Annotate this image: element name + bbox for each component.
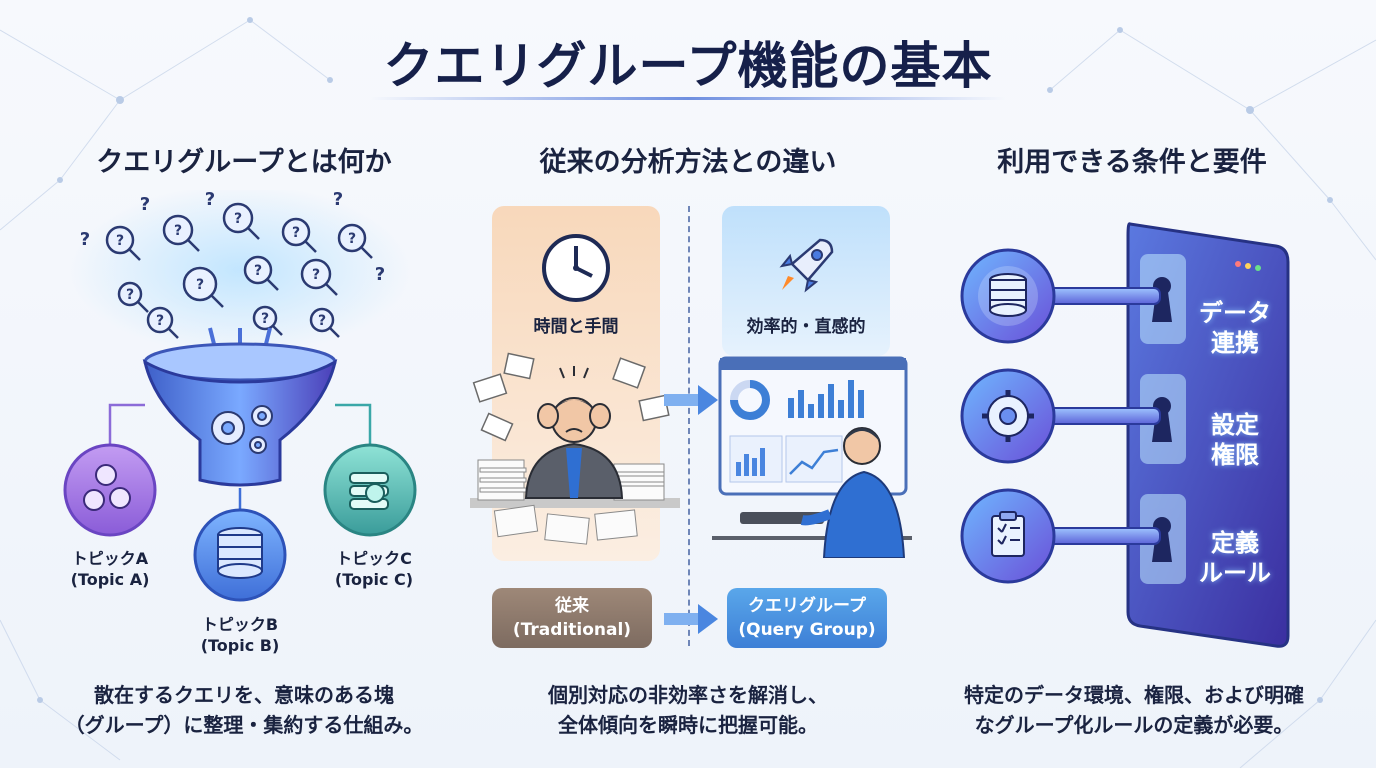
svg-text:?: ? — [254, 263, 262, 279]
topic-a-icon — [63, 443, 157, 537]
stressed-worker-illustration — [470, 352, 680, 545]
svg-text:?: ? — [261, 311, 269, 327]
key-label-settings: 設定 権限 — [1211, 411, 1259, 469]
requirements-keys-illustration — [960, 222, 1290, 648]
gear-icon — [211, 405, 273, 454]
key-definition — [960, 488, 1161, 584]
arrow-right-icon — [664, 604, 718, 634]
svg-text:?: ? — [116, 233, 124, 249]
section2-heading: 従来の分析方法との違い — [539, 147, 837, 178]
svg-text:?: ? — [348, 231, 356, 247]
traditional-button: 従来 (Traditional) — [492, 588, 652, 648]
title-underline — [370, 97, 1006, 100]
svg-text:?: ? — [174, 223, 182, 239]
svg-text:?: ? — [205, 190, 215, 210]
key-settings — [960, 368, 1161, 464]
arrow-right-icon — [664, 385, 718, 415]
svg-text:?: ? — [196, 277, 204, 293]
page-title: クエリグループ機能の基本 — [383, 37, 993, 95]
clock-icon — [542, 234, 610, 302]
magnifier-icons — [105, 202, 373, 339]
key-data — [960, 248, 1161, 344]
dashboard-worker-illustration — [712, 356, 912, 558]
svg-text:?: ? — [140, 194, 150, 215]
section3-caption: 特定のデータ環境、権限、および明確 なグループ化ルールの定義が必要。 — [964, 683, 1304, 737]
svg-text:?: ? — [234, 211, 242, 227]
svg-text:?: ? — [312, 267, 320, 283]
section2-caption: 個別対応の非効率さを解消し、 全体傾向を瞬時に把握可能。 — [548, 683, 828, 737]
topic-c-icon — [323, 443, 417, 537]
topic-b-icon — [193, 508, 287, 602]
topic-c-label: トピックC (Topic C) — [334, 549, 414, 589]
topic-b-label: トピックB (Topic B) — [200, 615, 280, 655]
query-panel-bg — [722, 206, 890, 356]
section1-caption: 散在するクエリを、意味のある塊 （グループ）に整理・集約する仕組み。 — [64, 683, 424, 737]
svg-text:?: ? — [292, 225, 300, 241]
svg-text:?: ? — [375, 264, 385, 285]
section-divider — [688, 206, 690, 646]
query-group-button: クエリグループ (Query Group) — [727, 588, 887, 648]
topic-a-label: トピックA (Topic A) — [70, 549, 150, 589]
rocket-icon — [779, 238, 834, 293]
section1-heading: クエリグループとは何か — [96, 147, 392, 178]
svg-text:?: ? — [318, 313, 326, 329]
svg-text:?: ? — [156, 313, 164, 329]
efficient-intuitive-label: 効率的・直感的 — [746, 317, 866, 337]
key-label-data: データ 連携 — [1199, 299, 1271, 357]
svg-text:?: ? — [126, 287, 134, 303]
section3-heading: 利用できる条件と要件 — [997, 147, 1267, 178]
key-label-definition: 定義 ルール — [1199, 529, 1271, 587]
time-effort-label: 時間と手間 — [533, 317, 619, 337]
svg-text:?: ? — [80, 229, 90, 250]
query-funnel-diagram: ??? ??? ??? ??? ?? ?? ? — [63, 190, 417, 602]
svg-text:?: ? — [333, 190, 343, 210]
